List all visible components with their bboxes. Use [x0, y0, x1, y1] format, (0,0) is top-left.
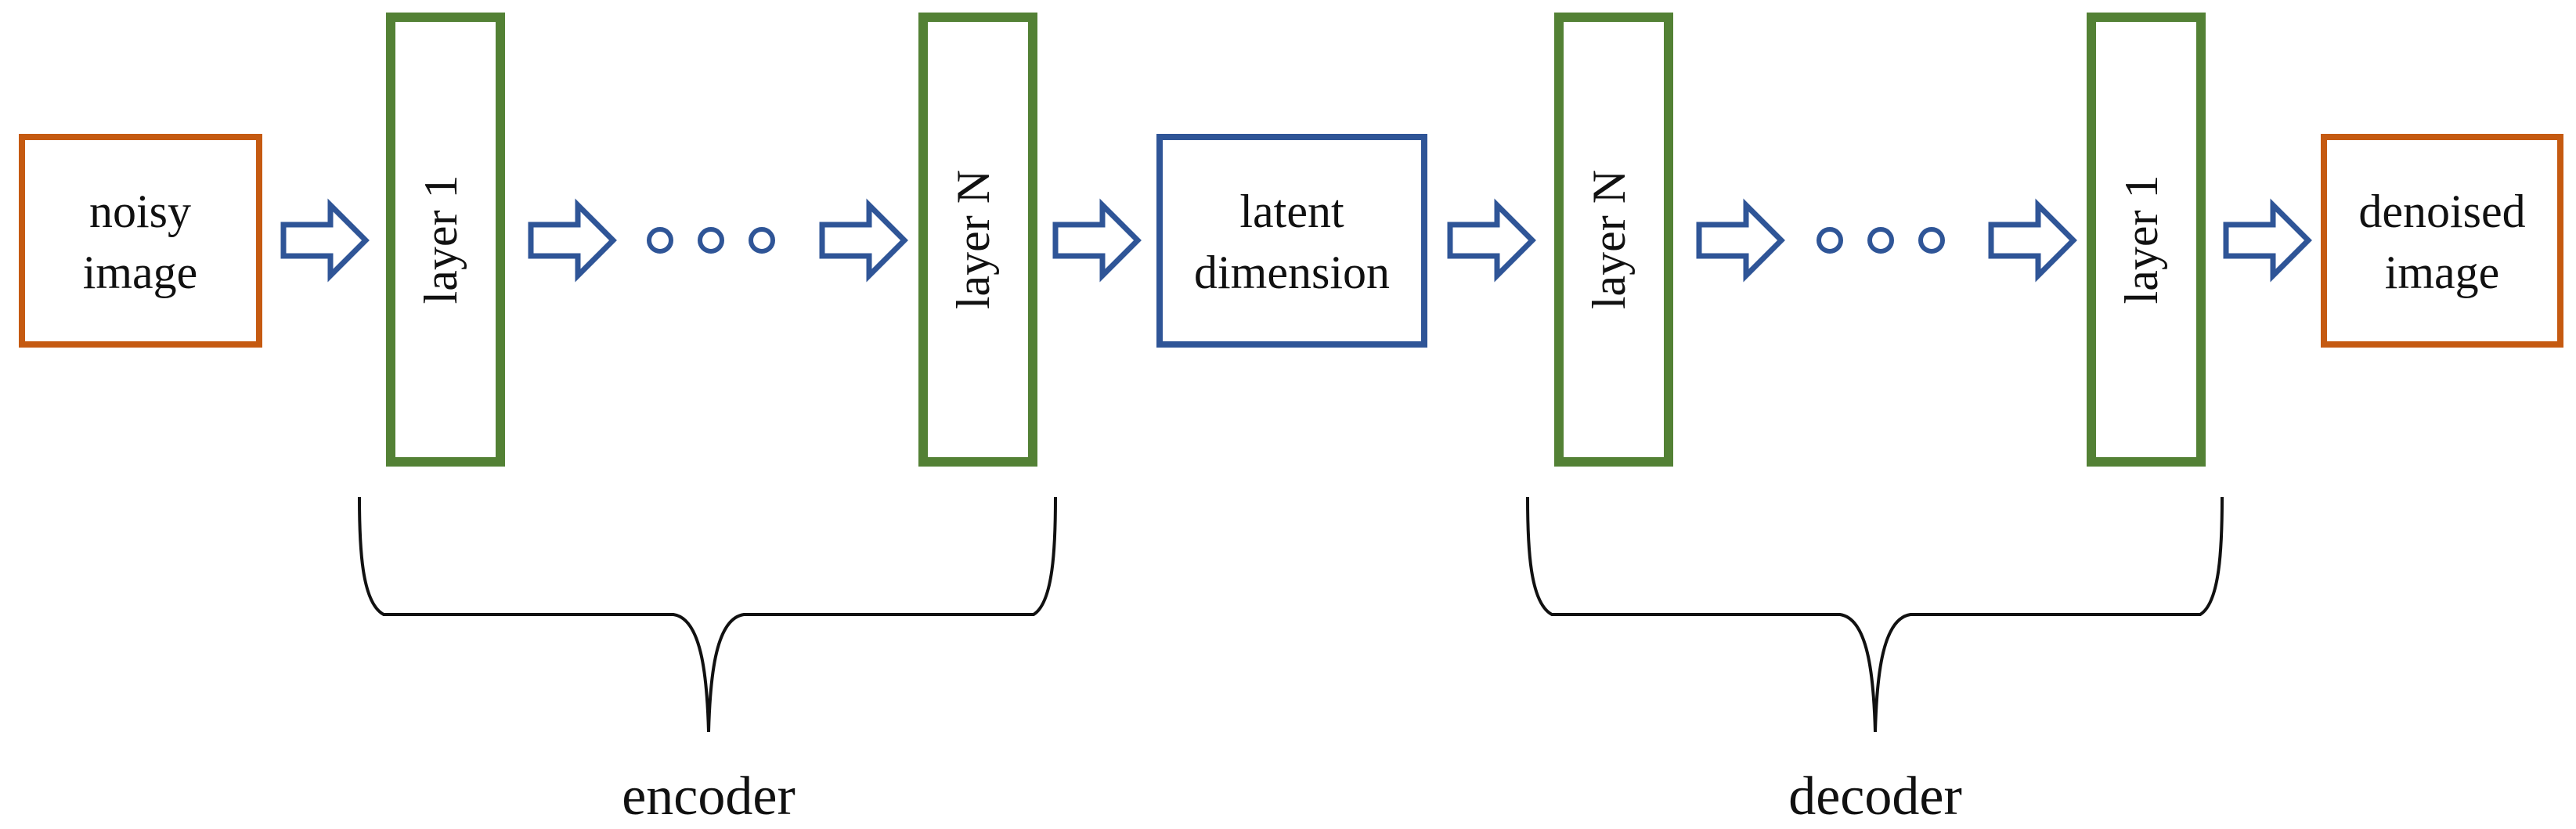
latent-label-line1: latent	[1239, 186, 1344, 237]
decoder-layer-1-box: layer 1	[2087, 13, 2206, 467]
decoder-label: decoder	[1788, 766, 1962, 827]
encoder-layer-n-box: layer N	[918, 13, 1037, 467]
denoised-image-label-line1: denoised	[2358, 186, 2525, 237]
encoder-last-layer-label: layer N	[947, 170, 999, 309]
block-arrow-right-icon	[1991, 205, 2073, 276]
latent-label-line2: dimension	[1194, 247, 1390, 298]
decoder-last-layer-label: layer 1	[2116, 175, 2167, 305]
encoder-label: encoder	[622, 766, 796, 827]
noisy-image-box: noisy image	[19, 134, 262, 348]
ellipsis-circles-icon	[647, 227, 775, 254]
encoder-first-layer-label: layer 1	[415, 175, 467, 305]
block-arrow-right-icon	[1450, 205, 1532, 276]
decoder-first-layer-label: layer N	[1583, 170, 1635, 309]
block-arrow-right-icon	[1699, 205, 1781, 276]
noisy-image-label-line1: noisy	[89, 186, 191, 237]
latent-dimension-box: latent dimension	[1156, 134, 1427, 348]
noisy-image-label-line2: image	[83, 247, 198, 298]
block-arrow-right-icon	[822, 205, 904, 276]
denoised-image-label-line2: image	[2385, 247, 2500, 298]
curly-brace-down-icon	[358, 496, 1057, 733]
curly-brace-down-icon	[1526, 496, 2224, 733]
block-arrow-right-icon	[283, 205, 366, 276]
block-arrow-right-icon	[2226, 205, 2308, 276]
block-arrow-right-icon	[1055, 205, 1138, 276]
ellipsis-circles-icon	[1817, 227, 1945, 254]
decoder-layer-n-box: layer N	[1554, 13, 1673, 467]
encoder-layer-1-box: layer 1	[386, 13, 505, 467]
denoised-image-box: denoised image	[2321, 134, 2563, 348]
block-arrow-right-icon	[531, 205, 613, 276]
